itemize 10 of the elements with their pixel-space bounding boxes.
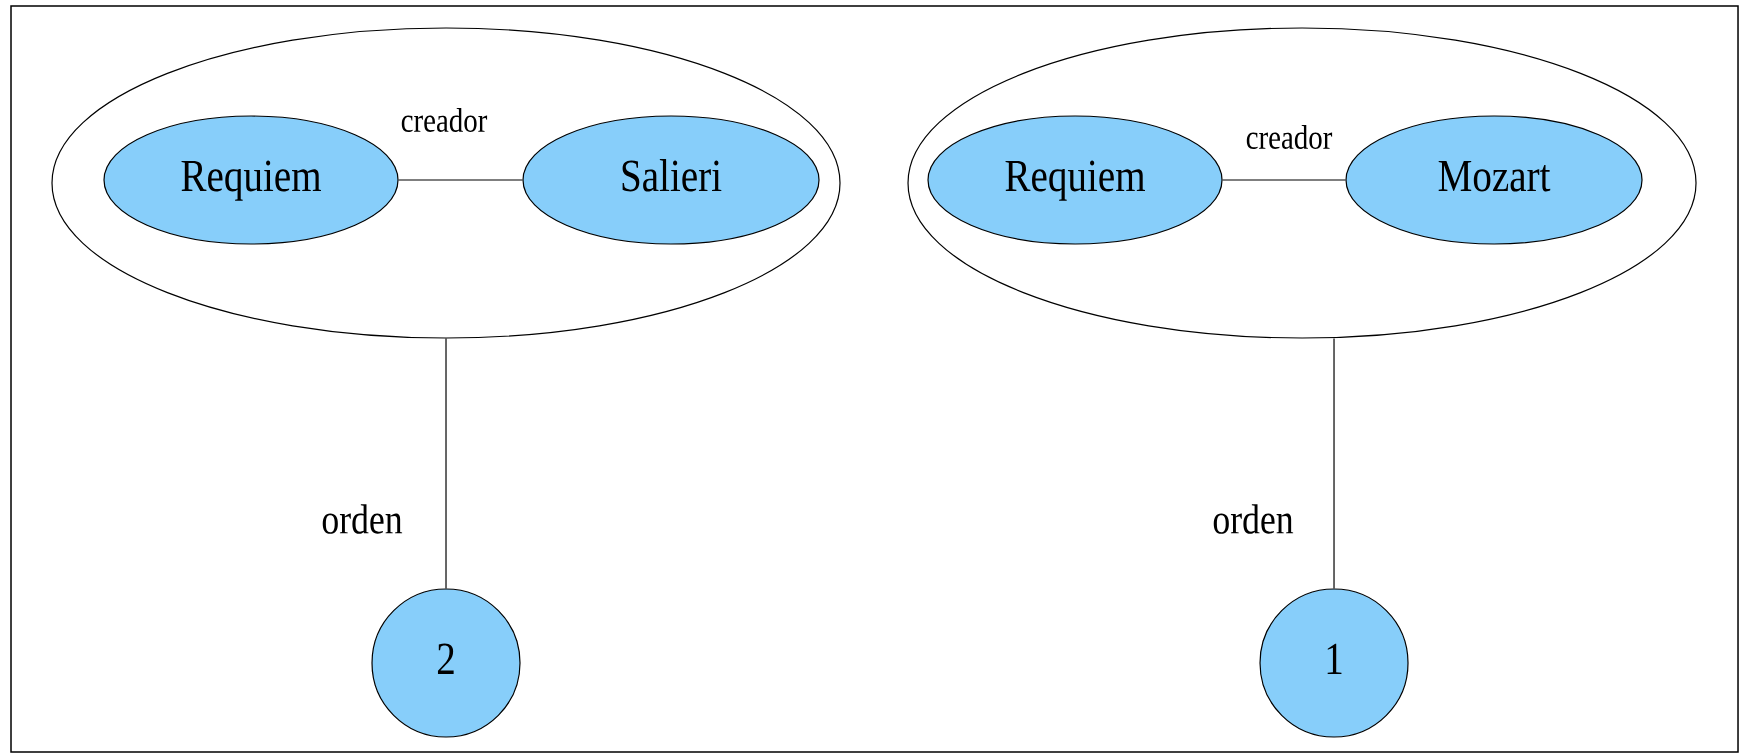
- edge-label: orden: [320, 503, 404, 535]
- group-ellipse: [907, 27, 1697, 339]
- group-ellipse: [51, 27, 841, 339]
- connector-line: [445, 338, 447, 589]
- edge-label: creador: [1244, 124, 1334, 150]
- connector-line: [1333, 338, 1335, 589]
- edge-label: orden: [1211, 503, 1295, 535]
- connector-line: [398, 179, 523, 181]
- connector-line: [1222, 179, 1346, 181]
- edge-label: creador: [399, 107, 489, 133]
